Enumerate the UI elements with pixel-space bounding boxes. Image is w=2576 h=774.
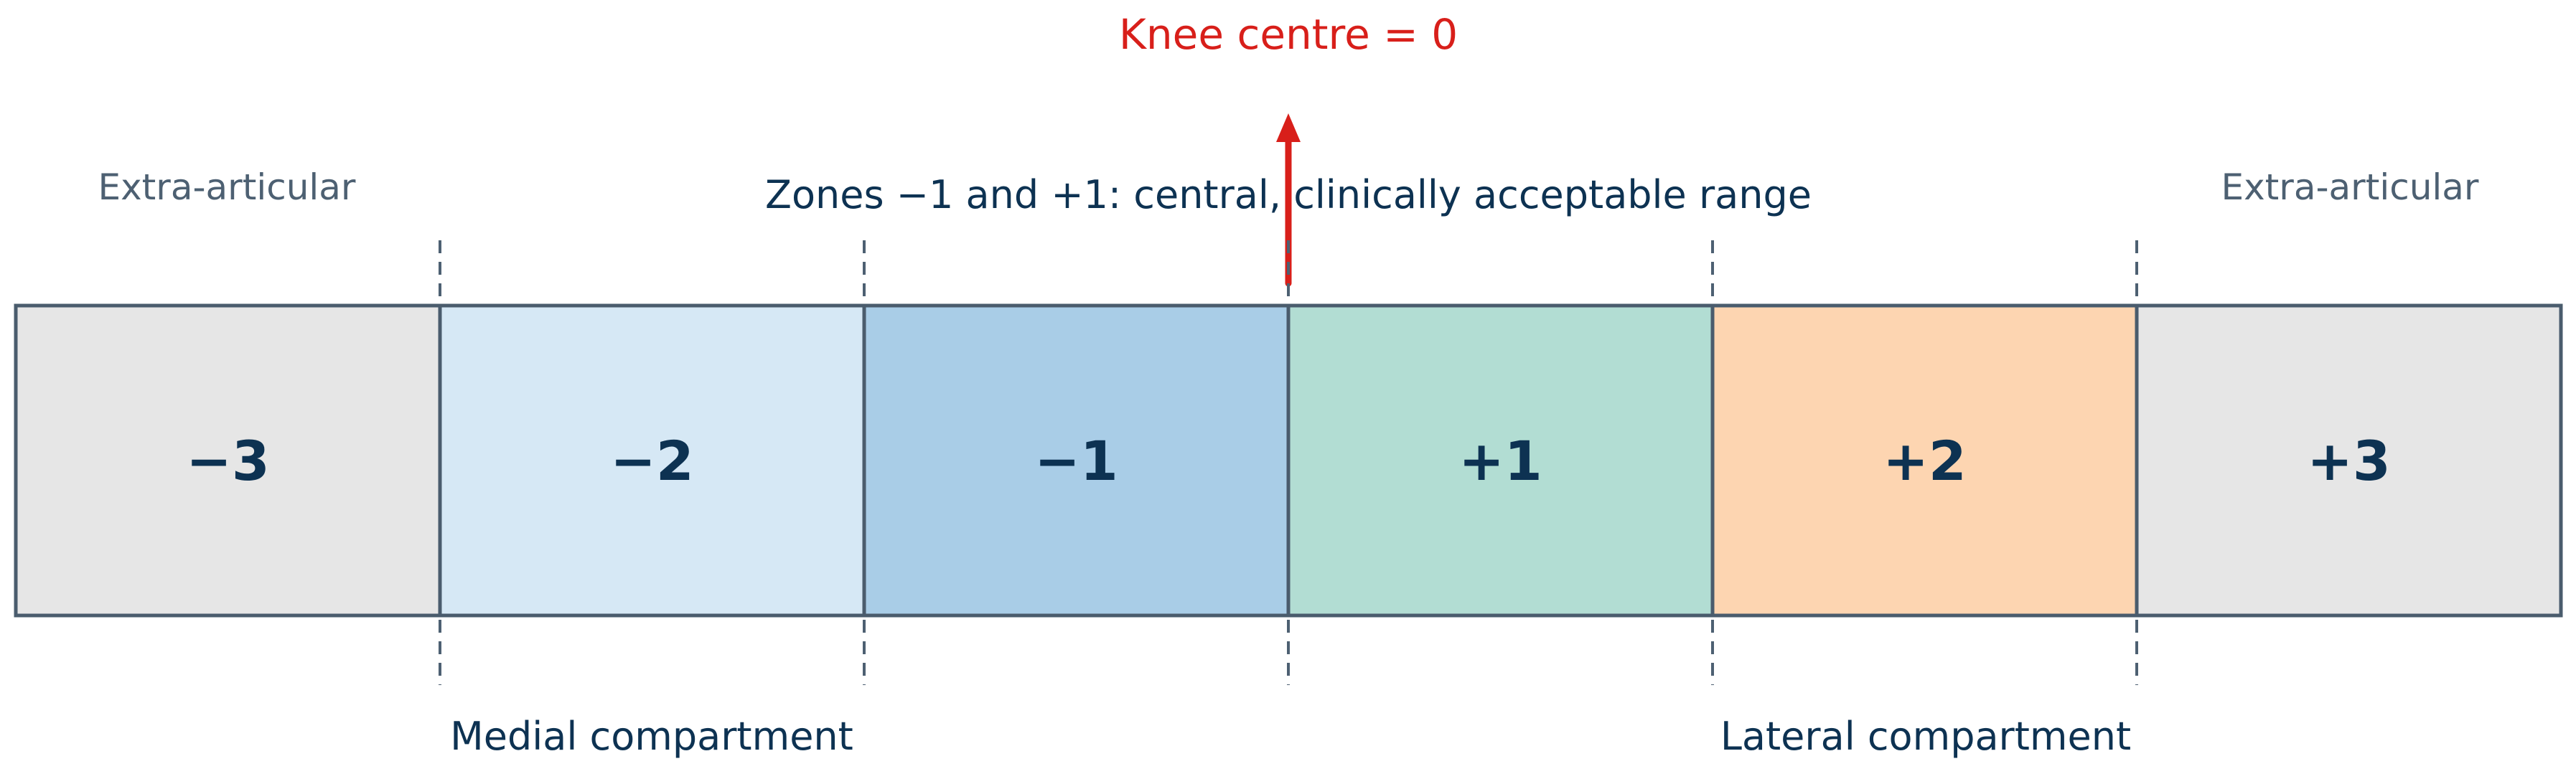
zone-label: +1 [1458, 429, 1542, 493]
zone-box [2135, 303, 2563, 618]
zone-box [862, 303, 1291, 618]
zone-box [14, 303, 442, 618]
knee-centre-arrow-head [1276, 113, 1301, 142]
central-range-caption: Zones −1 and +1: central, clinically acc… [765, 172, 1812, 217]
knee-centre-label: Knee centre = 0 [1119, 10, 1458, 59]
zone-dividers [439, 240, 2138, 685]
zone-label: −2 [610, 429, 694, 493]
zone-label: +3 [2307, 429, 2391, 493]
zone-label: +2 [1883, 429, 1967, 493]
medial-compartment-label: Medial compartment [450, 714, 853, 759]
zone-label: −3 [186, 429, 270, 493]
zone-label: −1 [1034, 429, 1118, 493]
extra-articular-right-label: Extra-articular [2221, 166, 2479, 208]
zone-strip: −3 −2 −1 +1 +2 +3 [14, 303, 2563, 618]
extra-articular-left-label: Extra-articular [98, 166, 356, 208]
lateral-compartment-label: Lateral compartment [1720, 714, 2131, 759]
zone-box [438, 303, 866, 618]
